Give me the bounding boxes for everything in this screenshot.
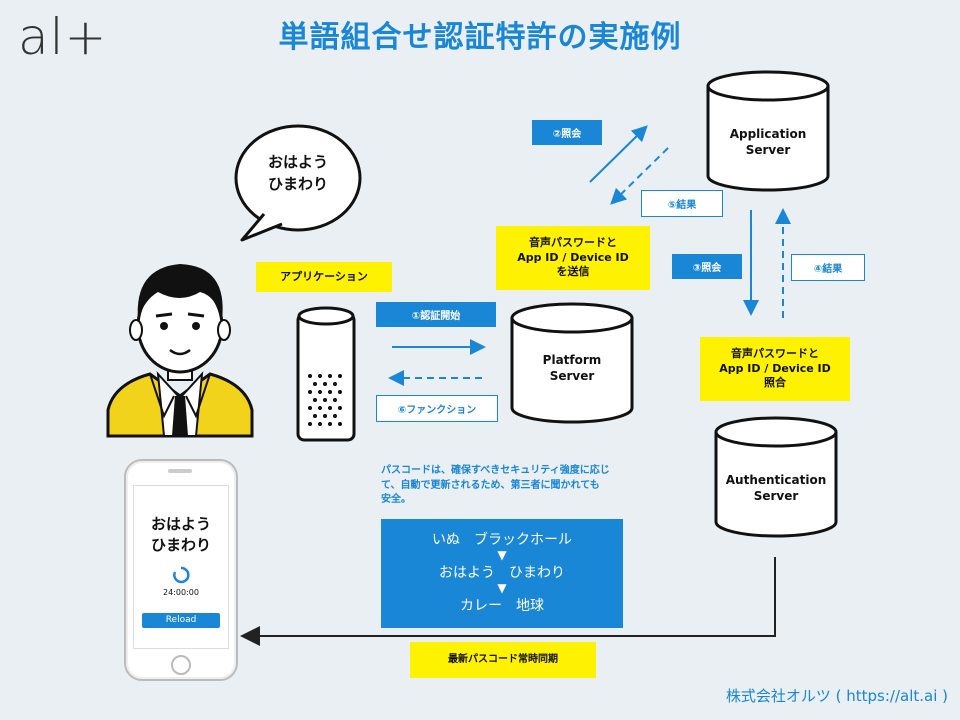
phone-line-1: おはよう [150, 515, 211, 533]
application-line-2: Server [745, 143, 791, 158]
passcode-row-2: おはよう ひまわり [439, 565, 565, 582]
passcode-row-3: カレー 地球 [460, 598, 544, 615]
send-line-1: 音声パスワードと [529, 235, 617, 249]
function-label: ⑥ファンクション [376, 395, 498, 422]
auth-line-1: Authentication [725, 473, 827, 487]
note-line-2: て、自動で更新されるため、第三者に聞かれても [381, 479, 600, 491]
passcode-row-1: いぬ ブラックホール [432, 532, 572, 548]
match-line-1: 音声パスワードと [731, 346, 819, 360]
speech-line-1: おはよう [267, 153, 328, 171]
platform-server-cylinder [510, 302, 634, 424]
platform-line-1: Platform [542, 353, 602, 367]
send-line-3: を送信 [556, 265, 590, 279]
send-line-2: App ID / Device ID [517, 250, 629, 264]
application-server-label: Application Server [706, 126, 830, 158]
result-4-label: ④結果 [791, 254, 865, 281]
logo: al+ [18, 8, 108, 66]
speech-line-2: ひまわり [267, 174, 328, 193]
smart-speaker-icon [296, 306, 356, 442]
authentication-server-cylinder [714, 416, 838, 538]
passcode-arrow-2: ▼ [497, 581, 507, 596]
passcode-arrow-1: ▼ [497, 548, 507, 562]
phone-message: おはよう ひまわり [134, 514, 228, 556]
reload-button[interactable]: Reload [142, 613, 220, 628]
page-title: 単語組合せ認証特許の実施例 [278, 20, 682, 55]
sync-label: 最新パスコード常時同期 [410, 642, 596, 678]
result-5-label: ⑤結果 [641, 190, 723, 217]
platform-line-2: Server [549, 369, 595, 384]
phone-speaker [168, 469, 192, 473]
phone-line-2: ひまわり [150, 536, 211, 554]
speech-bubble-text: おはよう ひまわり [248, 152, 348, 196]
home-button[interactable] [171, 655, 191, 675]
company-footer: 株式会社オルツ ( https://alt.ai ) [725, 687, 948, 705]
person-illustration [106, 264, 254, 438]
match-line-2: App ID / Device ID [719, 361, 831, 375]
refresh-spinner-icon [173, 566, 190, 584]
passcode-panel: いぬ ブラックホール ▼ おはよう ひまわり ▼ カレー 地球 [381, 519, 623, 628]
match-password-label: 音声パスワードと App ID / Device ID 照合 [700, 337, 850, 401]
phone-screen: おはよう ひまわり 24:00:00 Reload [133, 485, 229, 649]
match-line-3: 照合 [764, 376, 786, 390]
note-line-3: 安全。 [381, 494, 411, 505]
platform-server-label: Platform Server [510, 352, 634, 384]
application-line-1: Application [729, 127, 807, 141]
application-server-cylinder [706, 70, 830, 192]
application-label: アプリケーション [256, 262, 392, 292]
passcode-note: パスコードは、確保すべきセキュリティ強度に応じ て、自動で更新されるため、第三者… [381, 464, 631, 508]
authentication-server-label: Authentication Server [714, 472, 838, 504]
note-line-1: パスコードは、確保すべきセキュリティ強度に応じ [381, 465, 610, 476]
speech-bubble [234, 124, 362, 242]
query-2-label: ②照会 [532, 120, 602, 145]
smartphone: おはよう ひまわり 24:00:00 Reload [124, 459, 238, 681]
auth-start-label: ①認証開始 [376, 302, 496, 327]
auth-line-2: Server [753, 489, 799, 504]
query-3-label: ③照会 [672, 254, 742, 279]
phone-timer: 24:00:00 [163, 588, 199, 597]
send-password-label: 音声パスワードと App ID / Device ID を送信 [496, 226, 650, 290]
